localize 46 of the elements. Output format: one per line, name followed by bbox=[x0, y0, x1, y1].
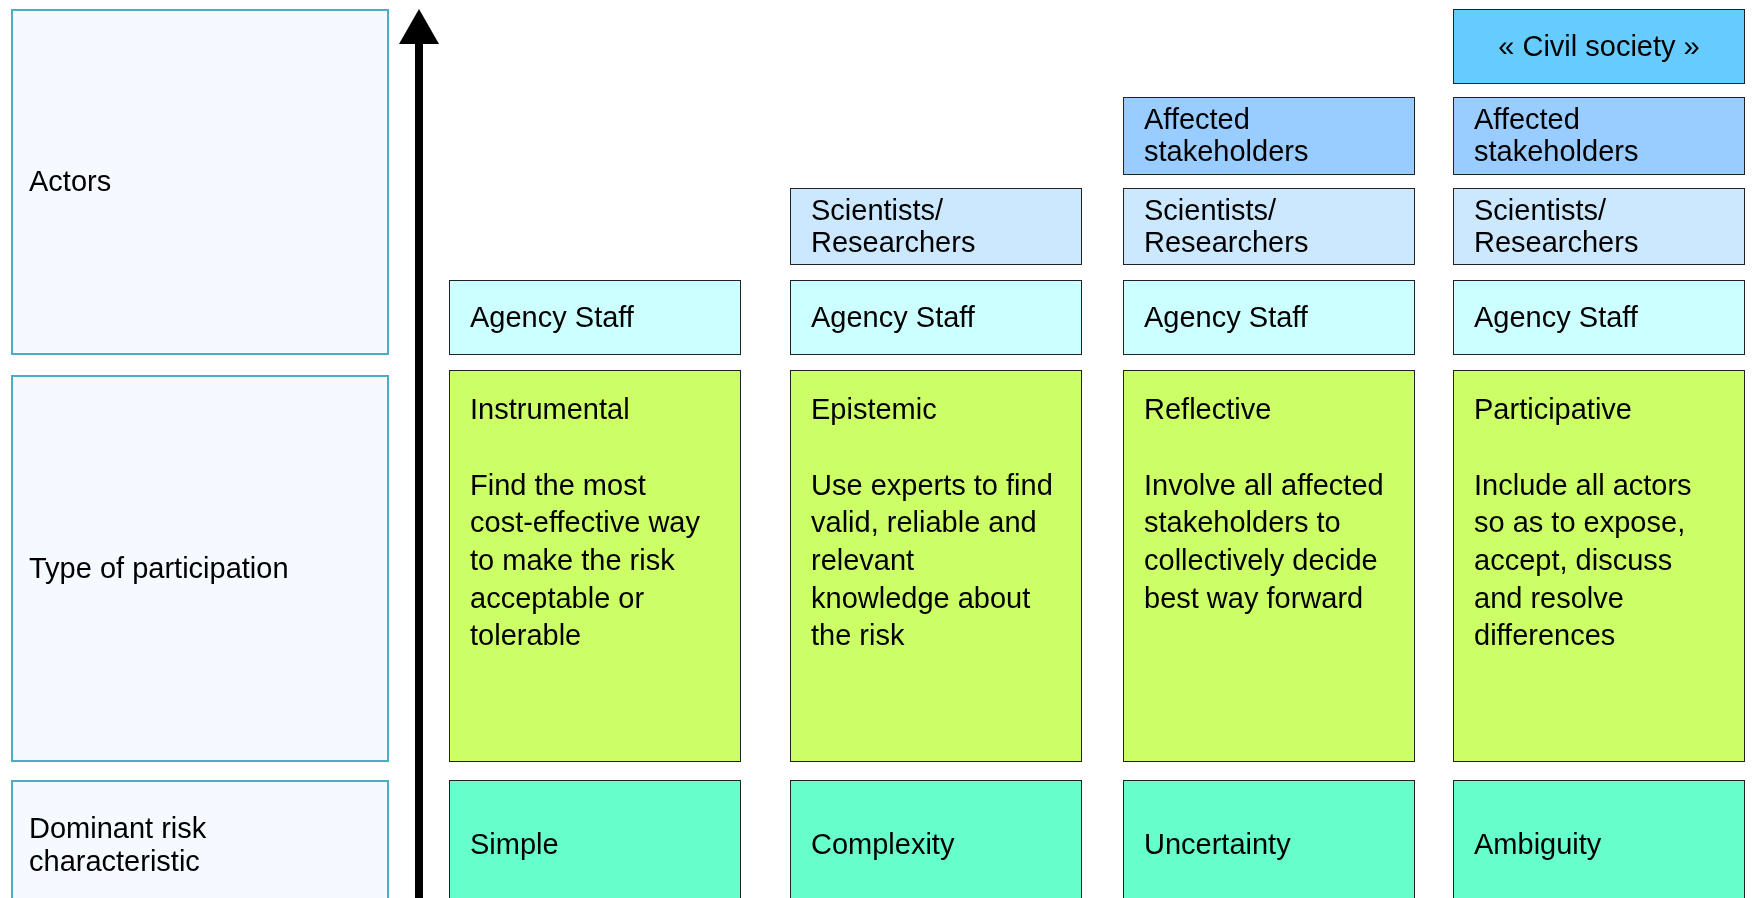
box-label: Agency Staff bbox=[811, 299, 975, 335]
row-label-box bbox=[11, 9, 389, 355]
box-label: Scientists/ Researchers bbox=[1474, 194, 1640, 259]
box-description: Involve all affected stakeholders to collectively decide best way forward bbox=[1144, 467, 1385, 616]
box-heading: Instrumental bbox=[470, 392, 631, 427]
box-label: Scientists/ Researchers bbox=[1144, 194, 1310, 259]
box-heading: Reflective bbox=[1144, 392, 1273, 427]
actor-box bbox=[1453, 280, 1745, 355]
row-label-box bbox=[11, 375, 389, 762]
box-label: Dominant risk characteristic bbox=[29, 811, 208, 879]
box-label: Affected stakeholders bbox=[1144, 104, 1310, 168]
actor-box bbox=[790, 188, 1082, 265]
box-heading: Participative bbox=[1474, 392, 1633, 427]
actor-box bbox=[449, 280, 741, 355]
box-label: Uncertainty bbox=[1144, 827, 1291, 863]
box-label: Complexity bbox=[811, 827, 955, 863]
participation-box bbox=[1123, 370, 1415, 762]
row-label-box bbox=[11, 780, 389, 898]
box-label: Type of participation bbox=[29, 551, 289, 586]
actor-box bbox=[1123, 280, 1415, 355]
box-description: Use experts to find valid, reliable and relevant knowledge about the risk bbox=[811, 467, 1053, 654]
box-heading: Epistemic bbox=[811, 392, 938, 427]
box-description: Find the most cost-effective way to make the risk acceptable or tolerable bbox=[470, 467, 701, 654]
actor-box bbox=[790, 280, 1082, 355]
risk-box bbox=[1453, 780, 1745, 898]
box-label: Simple bbox=[470, 827, 559, 863]
box-label: Agency Staff bbox=[1474, 299, 1638, 335]
participation-box bbox=[1453, 370, 1745, 762]
actor-box bbox=[1123, 188, 1415, 265]
box-label: Ambiguity bbox=[1474, 827, 1602, 863]
box-label: Agency Staff bbox=[470, 299, 634, 335]
actor-box bbox=[1123, 97, 1415, 175]
box-label: Affected stakeholders bbox=[1474, 104, 1640, 168]
box-label: Actors bbox=[29, 165, 112, 199]
box-description: Include all actors so as to expose, accept, discuss and resolve differences bbox=[1474, 467, 1693, 654]
risk-box bbox=[449, 780, 741, 898]
participation-box bbox=[449, 370, 741, 762]
risk-box bbox=[790, 780, 1082, 898]
risk-box bbox=[1123, 780, 1415, 898]
actor-box bbox=[1453, 188, 1745, 265]
box-label: Agency Staff bbox=[1144, 299, 1308, 335]
actor-box bbox=[1453, 97, 1745, 175]
actor-box bbox=[1453, 9, 1745, 84]
participation-box bbox=[790, 370, 1082, 762]
box-label: Scientists/ Researchers bbox=[811, 194, 977, 259]
box-label: « Civil society » bbox=[1498, 28, 1700, 64]
